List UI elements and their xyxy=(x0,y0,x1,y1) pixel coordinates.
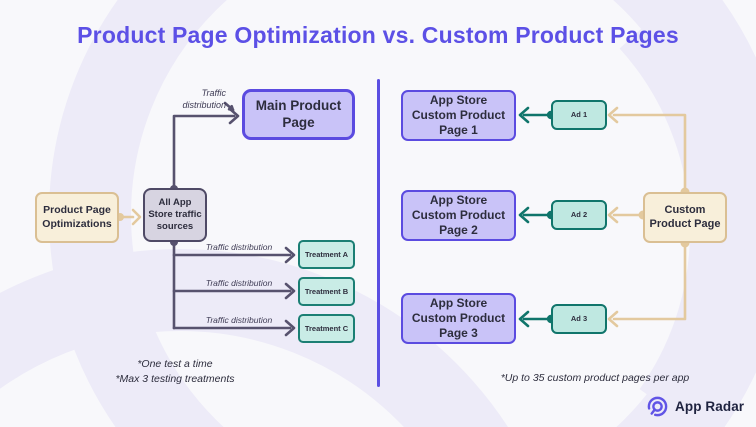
arrowhead-page-3 xyxy=(518,310,530,328)
left-footnote: *One test a time *Max 3 testing treatmen… xyxy=(115,358,235,386)
node-app-store-custom-product-page-2: App Store Custom Product Page 2 xyxy=(401,190,516,241)
arrowhead-ad-2 xyxy=(607,206,619,224)
right-footnote: *Up to 35 custom product pages per app xyxy=(500,372,690,384)
tan-connectors xyxy=(118,106,687,328)
label-traffic-distribution-a: Traffic distribution xyxy=(205,242,273,252)
node-main-product-page: Main Product Page xyxy=(242,89,355,140)
node-ad-2: Ad 2 xyxy=(551,200,607,230)
arrowhead-treatment-a xyxy=(284,246,296,264)
arrowhead-page-1 xyxy=(518,106,530,124)
page-title: Product Page Optimization vs. Custom Pro… xyxy=(77,22,679,48)
app-radar-logo-icon xyxy=(647,396,668,417)
arrowhead-treatment-c xyxy=(284,319,296,337)
teal-connectors xyxy=(518,106,553,328)
arrowhead-page-2 xyxy=(518,206,530,224)
left-traffic-connectors xyxy=(172,101,296,337)
node-treatment-b: Treatment B xyxy=(298,277,355,306)
app-radar-logo: App Radar xyxy=(646,395,744,418)
label-traffic-distribution-main: Traffic distribution xyxy=(182,88,226,110)
node-ad-3: Ad 3 xyxy=(551,304,607,334)
section-divider xyxy=(377,79,380,387)
node-treatment-c: Treatment C xyxy=(298,314,355,343)
label-traffic-distribution-c: Traffic distribution xyxy=(205,315,273,325)
node-ad-1: Ad 1 xyxy=(551,100,607,130)
app-radar-logo-text: App Radar xyxy=(675,399,745,414)
arrowhead-treatment-b xyxy=(284,282,296,300)
node-all-app-store-traffic-sources: All App Store traffic sources xyxy=(143,188,207,242)
arrowhead-ad-3 xyxy=(607,310,619,328)
node-custom-product-page: Custom Product Page xyxy=(643,192,727,243)
node-treatment-a: Treatment A xyxy=(298,240,355,269)
node-app-store-custom-product-page-1: App Store Custom Product Page 1 xyxy=(401,90,516,141)
arrowhead-ad-1 xyxy=(607,106,619,124)
node-product-page-optimizations: Product Page Optimizations xyxy=(35,192,119,243)
arrowhead-sources xyxy=(131,208,142,226)
arrowhead-main-page xyxy=(228,107,240,125)
label-traffic-distribution-b: Traffic distribution xyxy=(205,278,273,288)
node-app-store-custom-product-page-3: App Store Custom Product Page 3 xyxy=(401,293,516,344)
